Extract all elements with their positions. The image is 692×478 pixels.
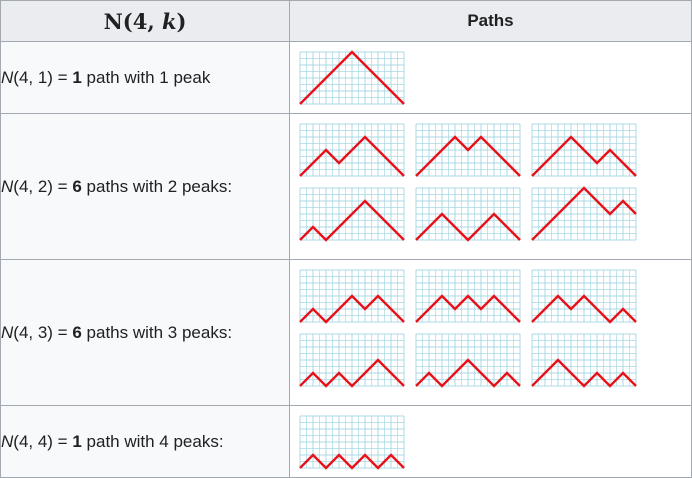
dyck-path-line [415, 212, 521, 242]
dyck-path-grid [415, 333, 521, 388]
dyck-path-grid [415, 187, 521, 242]
header-close: ) [176, 8, 187, 34]
label-suffix: path with 1 peak [81, 67, 211, 87]
dyck-path-line [531, 358, 637, 388]
header-row: N(4, k) Paths [0, 0, 692, 42]
dyck-path-grid [415, 123, 521, 177]
label-n: N [1, 67, 14, 87]
dyck-path-line [299, 294, 405, 324]
table-row-k4: N(4, 4) = 1 path with 4 peaks: [0, 405, 692, 478]
label-args: (4, 2) = [13, 176, 73, 196]
dyck-path-line [299, 199, 405, 242]
dyck-path-line [299, 135, 405, 177]
dyck-path-grid [299, 50, 405, 105]
dyck-path-grid [415, 269, 521, 323]
row-label-k3: N(4, 3) = 6 paths with 3 peaks: [0, 259, 290, 406]
dyck-path-grid [531, 269, 637, 324]
label-args: (4, 1) = [13, 67, 73, 87]
dyck-path-grid [531, 123, 637, 177]
row-label-k1: N(4, 1) = 1 path with 1 peak [0, 41, 290, 114]
dyck-path-line [299, 50, 405, 105]
table-row-k1: N(4, 1) = 1 path with 1 peak [0, 41, 692, 114]
dyck-path-grid [299, 333, 405, 388]
dyck-path-grid [531, 333, 637, 388]
header-formula: N(4, k) [0, 0, 290, 42]
label-n: N [1, 176, 14, 196]
row-label-k2: N(4, 2) = 6 paths with 2 peaks: [0, 113, 290, 260]
paths-cell-k4 [289, 405, 692, 478]
paths-grid-layout [290, 114, 691, 242]
label-suffix: paths with 3 peaks: [81, 322, 233, 342]
dyck-path-line [299, 358, 405, 388]
header-k: k [161, 8, 177, 34]
label-count: 6 [72, 176, 82, 196]
dyck-path-grid [299, 415, 405, 470]
label-count: 1 [72, 431, 82, 451]
dyck-path-grid [299, 123, 405, 177]
dyck-path-line [531, 294, 637, 324]
label-count: 6 [72, 322, 82, 342]
dyck-path-line [415, 294, 521, 323]
table-row-k2: N(4, 2) = 6 paths with 2 peaks: [0, 113, 692, 260]
paths-grid-layout [290, 406, 691, 470]
label-suffix: path with 4 peaks: [81, 431, 224, 451]
dyck-path-line [415, 135, 521, 177]
table-row-k3: N(4, 3) = 6 paths with 3 peaks: [0, 259, 692, 406]
dyck-path-grid [531, 186, 637, 241]
header-args: (4, [122, 8, 162, 34]
label-suffix: paths with 2 peaks: [81, 176, 233, 196]
dyck-path-line [531, 186, 637, 241]
dyck-path-line [415, 358, 521, 388]
dyck-path-grid [299, 269, 405, 324]
label-n: N [1, 431, 14, 451]
paths-cell-k3 [289, 259, 692, 406]
paths-grid-layout [290, 42, 691, 106]
paths-cell-k2 [289, 113, 692, 260]
label-args: (4, 4) = [13, 431, 73, 451]
label-n: N [1, 322, 14, 342]
paths-cell-k1 [289, 41, 692, 114]
dyck-path-line [531, 135, 637, 177]
header-n: N [103, 8, 123, 34]
label-args: (4, 3) = [13, 322, 73, 342]
dyck-path-grid [299, 187, 405, 242]
dyck-path-line [299, 453, 405, 470]
header-paths: Paths [289, 0, 692, 42]
row-label-k4: N(4, 4) = 1 path with 4 peaks: [0, 405, 290, 478]
label-count: 1 [72, 67, 82, 87]
paths-grid-layout [290, 260, 691, 388]
